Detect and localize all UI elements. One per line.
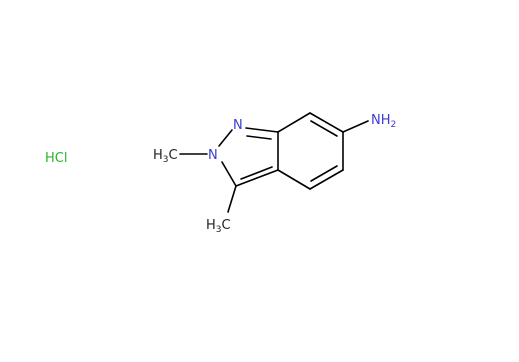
bond-c7-c6-inner [310, 120, 338, 137]
atom-label-methyl-c: H3C [206, 218, 231, 235]
counterion-label: HCl [45, 151, 67, 166]
bond-c7a-c7 [277, 112, 311, 133]
bond-c5-c4-inner [310, 165, 338, 182]
bond-n1-n2 [218, 129, 233, 147]
atom-label-methyl-n: H3C [153, 148, 178, 165]
bond-c3-c3a [235, 169, 279, 187]
bond-c7-c6 [309, 112, 344, 133]
bond-c3-methyl [227, 185, 237, 213]
methyl-c-subscript: 3 [216, 225, 222, 235]
bond-set [179, 112, 369, 213]
methyl-n-subscript: 3 [163, 155, 169, 165]
bond-c4-c3a [277, 169, 311, 190]
methyl-n-h: H [153, 148, 163, 163]
atom-label-n1: N [233, 118, 243, 133]
atom-label-n2: N [208, 148, 218, 163]
nh2-main: NH [371, 113, 391, 128]
methyl-c-h: H [206, 218, 216, 233]
bond-c3-c3a-inner [240, 166, 273, 180]
bond-n2-c3 [221, 161, 237, 187]
bond-c7a-n1-inner [246, 135, 272, 140]
bond-c5-c4 [309, 169, 344, 190]
nh2-subscript: 2 [391, 120, 397, 130]
bond-c7a-n1 [245, 127, 279, 133]
methyl-n-c: C [169, 148, 178, 163]
methyl-c-c: C [222, 218, 231, 233]
atom-label-nh2: NH2 [371, 113, 396, 130]
bond-c6-nh2 [342, 120, 369, 133]
